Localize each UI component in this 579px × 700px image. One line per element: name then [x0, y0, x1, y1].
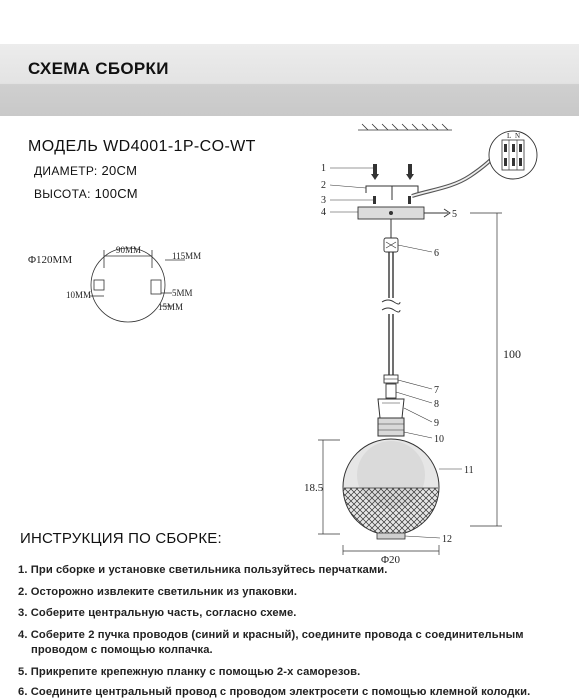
canopy-center-icon	[389, 211, 393, 215]
part-number: 9	[434, 418, 439, 429]
bottom-cap	[376, 532, 406, 540]
model-name: МОДЕЛЬ WD4001-1P-CO-WT	[28, 138, 256, 155]
socket-ring	[377, 417, 405, 437]
shade-diameter-label: Φ20	[381, 554, 401, 566]
screw-icon	[371, 164, 414, 180]
part-number: 3	[321, 195, 326, 206]
height-value: 100СМ	[94, 186, 138, 201]
bracket-screw-icon	[373, 196, 411, 204]
suspension-cable	[388, 252, 394, 375]
part-number: 11	[464, 465, 474, 476]
header-bar: СХЕМА СБОРКИ	[0, 44, 579, 116]
part-number: 6	[434, 248, 439, 259]
instructions-title: ИНСТРУКЦИЯ ПО СБОРКЕ:	[20, 530, 222, 547]
nipple	[385, 383, 397, 399]
instruction-step: 5. Прикрепите крепежную планку с помощью…	[18, 666, 361, 678]
part-numbers: 1 2 3 4 5 6 7 8 9 10 11 12	[321, 163, 474, 545]
wire-label-n: N	[515, 132, 520, 140]
detail-top-width: 90ММ	[116, 245, 141, 255]
canopy-detail-drawing	[90, 247, 185, 323]
dimension-lines	[318, 212, 502, 555]
part-number: 1	[321, 163, 326, 174]
mounting-bracket	[365, 185, 419, 200]
socket-holder	[377, 398, 405, 419]
part-number: 12	[442, 534, 452, 545]
cord-grip	[383, 237, 399, 253]
part-number: 10	[434, 434, 444, 445]
part-number: 2	[321, 180, 326, 191]
instruction-step: 3. Соберите центральную часть, согласно …	[18, 607, 297, 619]
wire-label-l: L	[507, 132, 511, 140]
instruction-step-continuation: проводом с помощью колпачка.	[31, 644, 213, 656]
instruction-step: 4. Соберите 2 пучка проводов (синий и кр…	[18, 629, 524, 641]
detail-slot-right	[150, 279, 162, 295]
part-number: 7	[434, 385, 439, 396]
cable-break-mark	[381, 299, 401, 313]
detail-right-top: 115ММ	[172, 251, 201, 261]
overall-height-label: 100	[503, 347, 521, 361]
instruction-step: 2. Осторожно извлеките светильник из упа…	[18, 586, 298, 598]
diameter-value: 20СМ	[101, 163, 138, 178]
part-number: 5	[452, 209, 457, 220]
part-number: 4	[321, 207, 326, 218]
height-label: ВЫСОТА:	[34, 187, 91, 201]
detail-right-bottom: 15ММ	[158, 302, 183, 312]
detail-left-small: 10ММ	[66, 290, 91, 300]
part-leader-lines	[329, 167, 462, 539]
shade-height-label: 18.5	[304, 482, 324, 494]
detail-right-mid: 5ММ	[172, 288, 193, 298]
part-number: 8	[434, 399, 439, 410]
diameter-label: ДИАМЕТР:	[34, 164, 98, 178]
cable-holder	[383, 374, 399, 384]
canopy-circle	[90, 247, 166, 323]
terminal-block-callout	[488, 130, 538, 180]
detail-diameter-label: Φ120ММ	[28, 254, 72, 266]
page-title: СХЕМА СБОРКИ	[28, 59, 169, 78]
mains-cable	[411, 148, 502, 198]
height-spec: ВЫСОТА: 100СМ	[34, 186, 138, 201]
side-screw-icon	[424, 208, 451, 218]
glass-shade	[342, 438, 440, 536]
ceiling-hatch	[358, 123, 452, 131]
instruction-step: 1. При сборке и установке светильника по…	[18, 564, 388, 576]
instruction-step: 6. Соедините центральный провод с провод…	[18, 686, 531, 698]
diameter-spec: ДИАМЕТР: 20СМ	[34, 163, 137, 178]
detail-slot-left	[93, 279, 105, 291]
